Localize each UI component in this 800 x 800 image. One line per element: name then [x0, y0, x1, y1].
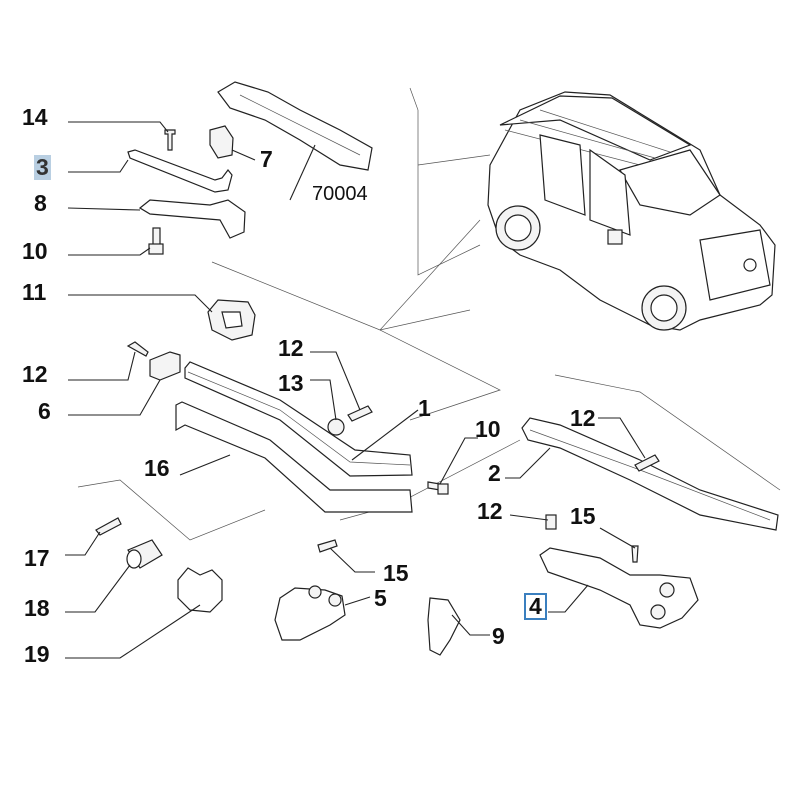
callout-7: 7: [260, 146, 273, 172]
part-5-roller: [274, 585, 346, 641]
callout-16: 16: [144, 455, 170, 481]
callout-10-top: 10: [22, 238, 48, 264]
callout-15-center: 15: [383, 560, 409, 586]
callout-12-lower-right: 12: [477, 498, 503, 524]
callout-8: 8: [34, 190, 47, 216]
callout-12-upper-right: 12: [570, 405, 596, 431]
part-18-bushing: [126, 539, 163, 569]
guide-lines: [77, 87, 781, 541]
callout-10-right: 10: [475, 416, 501, 442]
part-70004-panel: [217, 81, 373, 171]
callout-6: 6: [38, 398, 51, 424]
van-illustration: [487, 91, 776, 331]
callout-70004: 70004: [312, 183, 368, 205]
callout-19: 19: [24, 641, 50, 667]
callout-1: 1: [418, 395, 431, 421]
callout-4-highlighted: 4: [524, 593, 547, 620]
part-10-bolt-b: [427, 481, 449, 495]
part-12-screw-d: [545, 514, 557, 530]
part-6-block: [149, 351, 181, 381]
part-9-bracket: [427, 597, 461, 656]
part-16-rail: [175, 401, 413, 513]
leader-lines: [65, 121, 646, 659]
part-7-clip: [209, 125, 234, 159]
part-14-screw: [164, 129, 176, 151]
callout-9: 9: [492, 623, 505, 649]
callout-14-top: 14: [22, 104, 48, 130]
callout-15-right: 15: [570, 503, 596, 529]
callout-12-left: 12: [22, 361, 48, 387]
callout-13: 13: [278, 370, 304, 396]
part-4-roller-arm: [539, 547, 699, 629]
part-3-rod: [127, 149, 233, 193]
part-15-screw-b: [317, 539, 338, 553]
callout-3-highlighted: 3: [34, 154, 51, 180]
part-11-mount: [207, 299, 256, 341]
callout-5: 5: [374, 585, 387, 611]
part-13-nut: [327, 418, 345, 436]
part-8-bracket: [138, 199, 246, 239]
part-12-screw-b: [347, 405, 373, 422]
callout-17: 17: [24, 545, 50, 571]
part-2-rail: [521, 417, 779, 531]
callout-11: 11: [22, 279, 47, 305]
callout-18: 18: [24, 595, 50, 621]
part-19-clip: [177, 567, 223, 613]
callout-2: 2: [488, 460, 501, 486]
part-1-rail: [184, 361, 413, 477]
part-10-bolt-a: [148, 227, 164, 255]
callout-12-center: 12: [278, 335, 304, 361]
part-12-screw-c: [634, 454, 660, 472]
part-12-screw-a: [126, 341, 149, 357]
part-15-screw-a: [631, 545, 639, 563]
